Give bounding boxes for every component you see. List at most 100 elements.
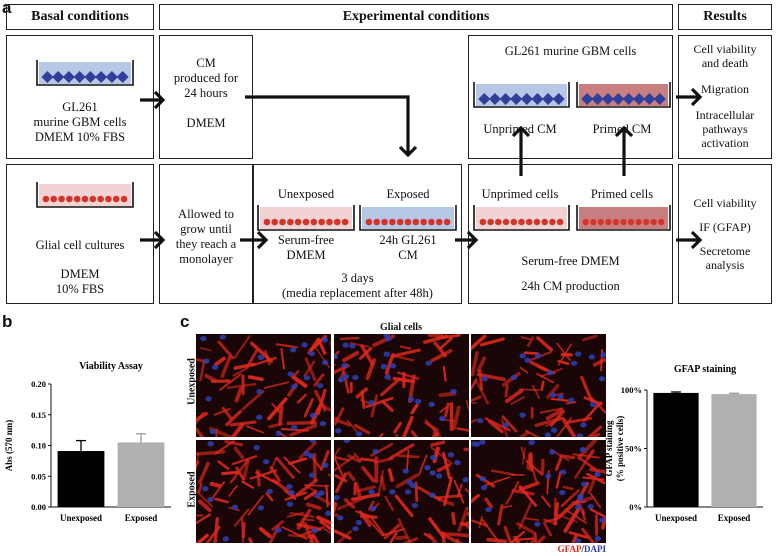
viability-ytick-label: 0.05 <box>31 471 46 481</box>
dish-unexposed <box>257 205 355 231</box>
arrow-grow-to-exposure <box>240 230 269 250</box>
arrow-gl261-to-cm <box>140 90 166 110</box>
serum-free-label: Serum-free DMEM <box>256 233 356 263</box>
cell-circle <box>479 218 487 226</box>
cell-circle <box>341 218 349 226</box>
gl261-cm-line-2: CM <box>398 248 418 262</box>
cell-diamond <box>510 93 523 105</box>
cell-circle <box>582 218 589 226</box>
res2-line-3: IF (GFAP) <box>699 220 751 234</box>
gfap-xtick-label: Exposed <box>718 513 751 523</box>
dish-primed-cells <box>576 205 671 231</box>
cm-line-2: produced for <box>173 71 239 85</box>
cell-circle <box>620 218 627 226</box>
cell-circle <box>533 218 541 226</box>
gl261-line-3: DMEM 10% FBS <box>34 130 126 144</box>
cell-circle <box>396 218 404 226</box>
exposed-label: Exposed <box>386 187 430 201</box>
cell-circle <box>642 218 650 226</box>
cell-circle <box>310 218 318 226</box>
cell-diamond <box>552 93 565 105</box>
box-cm-produced <box>159 35 253 159</box>
panel-letter-b: b <box>2 312 13 331</box>
viability-xtick-label: Exposed <box>125 513 158 523</box>
cell-circle <box>389 218 396 226</box>
primed-cells-label: Primed cells <box>590 187 654 201</box>
cell-circle <box>549 218 556 226</box>
cell-circle <box>263 218 271 226</box>
cell-diamond <box>520 93 533 105</box>
panel-letter-c: c <box>180 312 190 331</box>
cell-circle <box>635 218 642 226</box>
allowed-line-3: they reach a <box>175 237 237 251</box>
gfap-ylabel: GFAP staining <box>604 420 614 477</box>
dish-gl261 <box>36 60 134 86</box>
gfap-ytick-label: 50% <box>625 444 642 454</box>
dish-unprimed-cm <box>473 82 570 108</box>
primed-cm-label: Primed CM <box>592 122 652 136</box>
cell-circle <box>58 195 65 203</box>
header-basal: Basal conditions <box>6 4 154 30</box>
res1-line-8: activation <box>701 136 749 150</box>
cell-diamond <box>622 93 635 105</box>
cell-circle <box>271 218 279 226</box>
legend-separator: / <box>581 544 584 554</box>
viability-bar-unexposed <box>57 451 105 507</box>
viability-bar-exposed <box>117 442 165 507</box>
unprimed-cells-label: Unprimed cells <box>481 187 559 201</box>
glial-line-4: 10% FBS <box>55 282 105 296</box>
cell-diamond <box>499 93 512 105</box>
cell-circle <box>590 218 597 226</box>
viability-ylabel: Abs (570 nm) <box>4 420 14 472</box>
serum-free-line-1: Serum-free <box>277 233 335 247</box>
gbm-title: GL261 murine GBM cells <box>504 44 637 58</box>
cell-circle <box>404 218 412 226</box>
cell-circle <box>89 195 97 203</box>
cell-diamond <box>62 71 75 83</box>
arrow-unprimed-up <box>511 125 531 176</box>
arrow-results-glial <box>676 230 703 250</box>
cell-circle <box>318 218 325 226</box>
allowed-label: Allowed to grow until they reach a monol… <box>159 207 253 267</box>
viability-title: Viability Assay <box>79 361 143 372</box>
cm-production-label: 24h CM production <box>521 279 620 293</box>
legend-gfap: GFAP <box>557 544 582 554</box>
box-gl261-basal <box>6 35 154 159</box>
cell-diamond <box>95 71 108 83</box>
cell-diamond <box>542 93 555 105</box>
serum-free-dmem-label: Serum-free DMEM <box>521 254 620 268</box>
gfap-title: GFAP staining <box>674 364 736 375</box>
gl261-label: GL261 murine GBM cells DMEM 10% FBS <box>6 100 154 145</box>
cell-circle <box>50 195 58 203</box>
micrograph-tile <box>196 334 331 437</box>
cell-circle <box>541 218 548 226</box>
cell-diamond <box>653 93 666 105</box>
cell-circle <box>612 218 620 226</box>
dish-primed-cm <box>576 82 671 108</box>
cell-diamond <box>84 71 97 83</box>
cell-circle <box>326 218 333 226</box>
arrow-glial-to-grow <box>140 230 166 250</box>
cell-diamond <box>73 71 86 83</box>
cell-circle <box>120 195 128 203</box>
cell-diamond <box>478 93 491 105</box>
cell-circle <box>279 218 286 226</box>
cell-circle <box>510 218 518 226</box>
header-results: Results <box>678 4 772 30</box>
allowed-line-1: Allowed to <box>178 207 234 221</box>
gl261-line-1: GL261 <box>62 100 98 114</box>
cell-circle <box>333 218 341 226</box>
gfap-bar-unexposed <box>653 392 699 507</box>
res2-line-5: Secretome <box>699 244 751 258</box>
res2-line-1: Cell viability <box>693 196 757 210</box>
micrograph-title: Glial cells <box>380 322 422 333</box>
cell-circle <box>420 218 427 226</box>
res1-line-6: Intracellular <box>695 108 755 122</box>
box-primed-cells <box>468 164 673 304</box>
res1-line-1: Cell viability <box>693 42 757 56</box>
cell-circle <box>294 218 302 226</box>
cell-diamond <box>591 93 604 105</box>
dish-unprimed-cells <box>473 205 570 231</box>
